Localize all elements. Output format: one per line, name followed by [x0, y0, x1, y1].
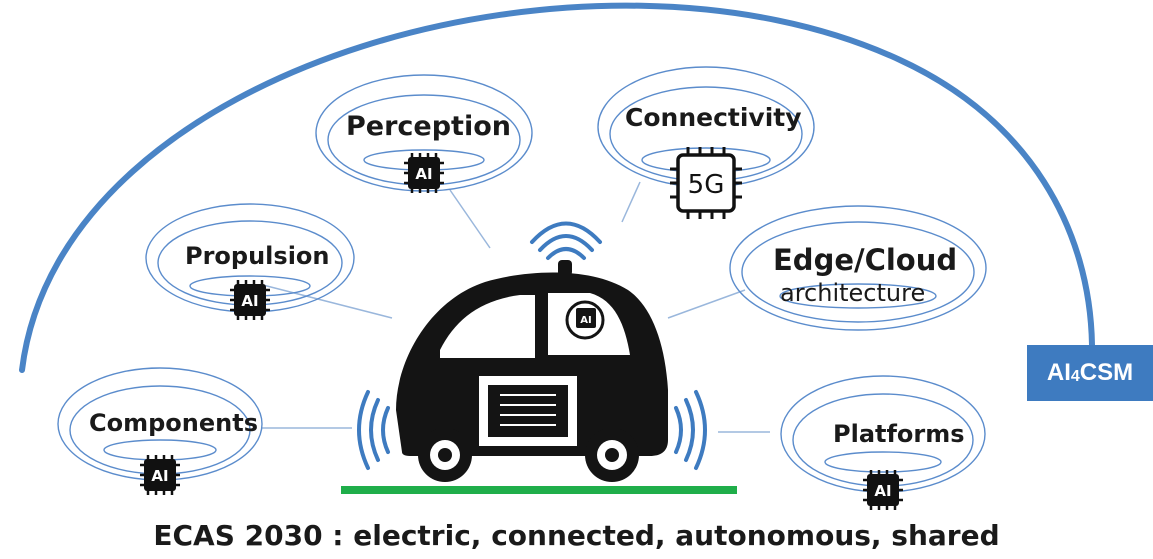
edge-cloud-label: Edge/Cloud	[773, 243, 958, 277]
connector-lines	[262, 181, 770, 433]
car-head-chip-label: AI	[580, 315, 591, 326]
platforms-ai-chip-icon: AI	[863, 470, 903, 510]
autonomous-car-icon: AI	[396, 260, 668, 482]
platforms-label: Platforms	[833, 420, 965, 448]
front-signal-icon	[674, 390, 707, 470]
components-chip-label: AI	[151, 467, 168, 485]
perception-label: Perception	[346, 111, 511, 142]
components-ai-chip-icon: AI	[140, 455, 180, 495]
brand-prefix: AI	[1046, 359, 1071, 386]
ecosystem-arc	[19, 2, 1095, 373]
platforms-chip-label: AI	[874, 482, 891, 500]
propulsion-label: Propulsion	[185, 242, 330, 270]
brand-subscript: 4	[1070, 368, 1080, 385]
road-line	[341, 486, 737, 494]
connectivity-chip-label: 5G	[688, 170, 725, 200]
roof-signal-icon	[530, 221, 602, 260]
ecas-caption: ECAS 2030 : electric, connected, autonom…	[153, 519, 1000, 552]
propulsion-chip-label: AI	[241, 292, 258, 310]
propulsion-ai-chip-icon: AI	[230, 280, 270, 320]
components-label: Components	[89, 409, 258, 437]
perception-ai-chip-icon: AI	[404, 153, 444, 193]
edge-cloud-sublabel: architecture	[780, 279, 926, 307]
edge-cloud-rings	[729, 205, 987, 331]
connectivity-5g-chip-icon: 5G	[670, 147, 742, 219]
perception-chip-label: AI	[415, 165, 432, 183]
connectivity-label: Connectivity	[625, 103, 802, 132]
brand-suffix: CSM	[1079, 359, 1134, 386]
rear-signal-icon	[357, 390, 390, 470]
